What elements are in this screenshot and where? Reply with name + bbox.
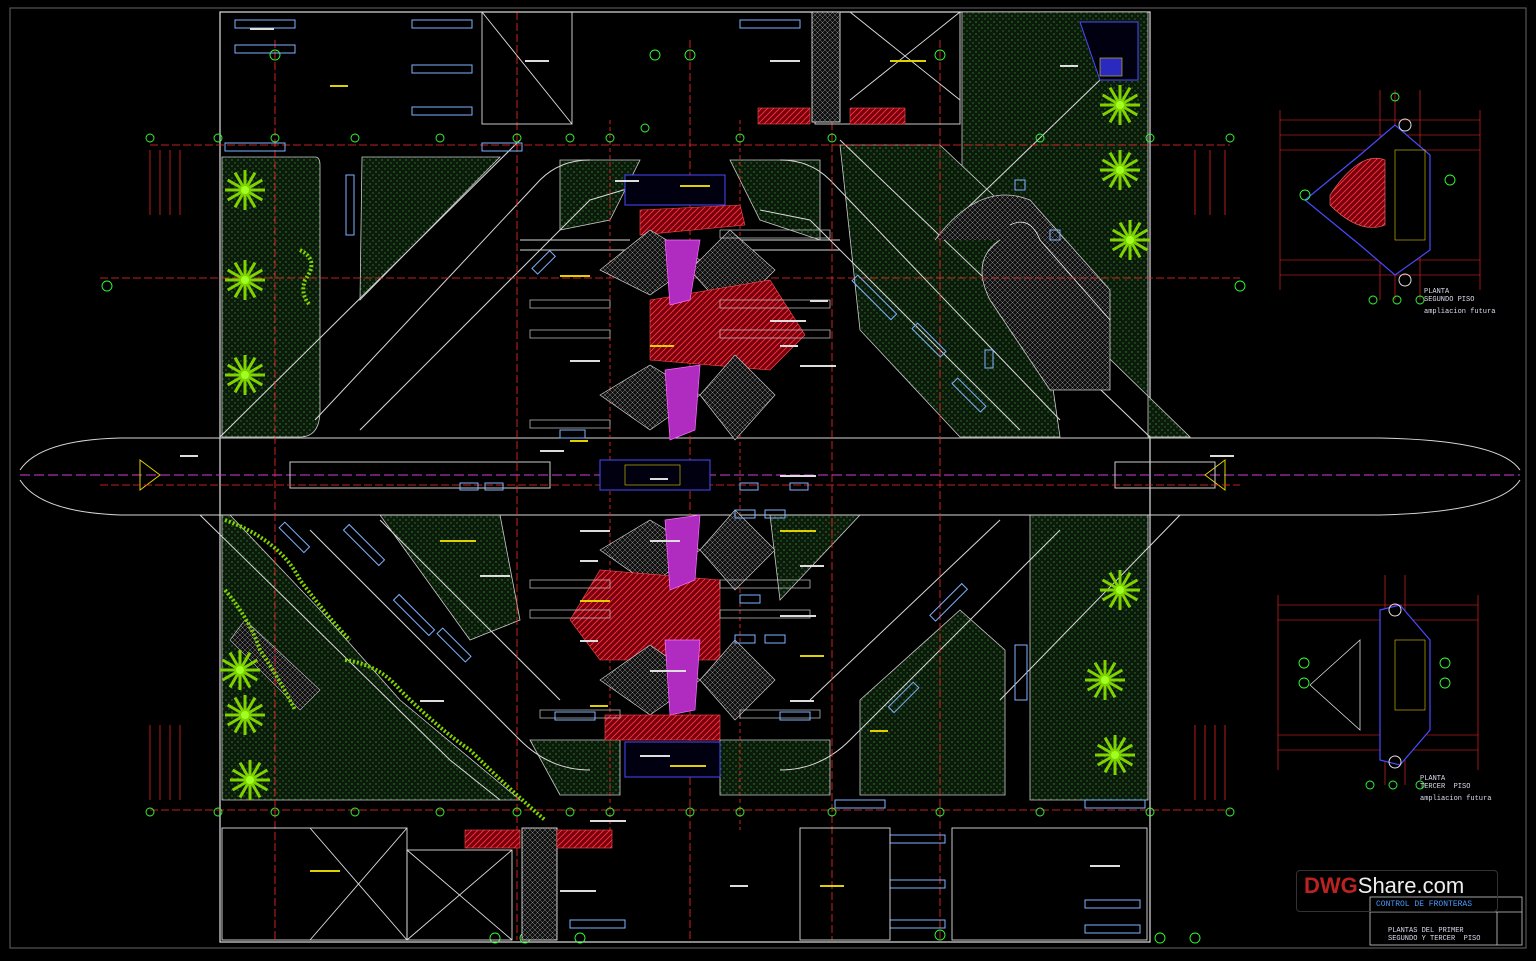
utility-blocks [464,107,906,849]
palm-tree-icon [225,355,265,395]
guard-house [1079,21,1139,81]
annotation-mark [310,870,340,872]
annotation-mark [580,530,610,532]
title-block-frame [1369,896,1523,946]
second-floor-caption-2: SEGUNDO PISO [1424,296,1475,304]
lane-islands [529,229,831,719]
annotation-mark [525,60,549,62]
hedges [223,248,547,822]
annotation-mark [330,85,348,87]
annotation-mark [590,705,608,707]
parking-ramp [229,194,1111,711]
central-canopy-south [569,509,776,778]
grid-bubbles [101,49,1246,944]
annotation-mark [780,615,816,617]
annotation-mark [1060,65,1078,67]
inset-second-floor [1279,90,1481,305]
annotation-mark [730,885,748,887]
inset-third-floor [1277,575,1479,790]
annotation-marks [180,28,1234,892]
annotation-mark [800,565,824,567]
watermark-dwg: DWG [1304,873,1358,898]
annotation-mark [770,320,806,322]
annotation-mark [790,700,814,702]
annotation-mark [680,185,710,187]
palm-tree-icon [1100,570,1140,610]
site-boundary [219,11,1151,943]
annotation-mark [810,300,828,302]
annotation-mark [650,670,686,672]
annotation-mark [180,455,198,457]
palm-tree-icon [1100,150,1140,190]
annotation-mark [890,60,926,62]
palm-tree-icon [220,650,260,690]
palm-tree-icon [225,695,265,735]
annotation-mark [540,450,564,452]
palm-tree-icon [230,760,270,800]
sheet-title-line-2: SEGUNDO Y TERCER PISO [1388,935,1481,943]
watermark-frame [1296,870,1498,912]
annotation-mark [800,655,824,657]
annotation-mark [650,540,680,542]
annotation-mark [1090,865,1120,867]
annotation-mark [570,360,600,362]
central-inspection-booth [599,459,711,491]
palm-tree-icon [1110,220,1150,260]
annotation-mark [560,890,596,892]
palm-tree-icon [1085,660,1125,700]
watermark-share: Share.com [1357,873,1465,898]
service-buildings [221,11,1148,941]
central-canopy-north [599,174,806,441]
palm-tree-icon [1095,735,1135,775]
third-floor-caption-1: PLANTA [1420,775,1446,783]
annotation-mark [800,365,836,367]
palm-tree-icon [225,170,265,210]
main-road [19,437,1521,516]
annotation-mark [1210,455,1234,457]
annotation-mark [780,530,816,532]
annotation-mark [440,540,476,542]
second-floor-caption-1: PLANTA [1424,288,1450,296]
annotation-mark [420,700,444,702]
annotation-mark [560,275,590,277]
annotation-mark [870,730,888,732]
second-floor-note: ampliacion futura [1424,308,1496,316]
annotation-mark [650,478,668,480]
watermark-logo: DWGShare.com [1304,873,1464,899]
sheet-title-line-1: PLANTAS DEL PRIMER [1388,927,1464,935]
annotation-mark [640,755,670,757]
annotation-mark [570,440,588,442]
palm-tree-icon [1100,85,1140,125]
trees [220,85,1150,800]
vehicles [224,19,1146,934]
annotation-mark [780,345,798,347]
palm-tree-icon [225,260,265,300]
annotation-mark [580,640,598,642]
annotation-mark [650,345,674,347]
annotation-mark [770,60,800,62]
annotation-mark [780,475,816,477]
annotation-mark [820,885,844,887]
third-floor-note: ampliacion futura [1420,795,1492,803]
annotation-mark [580,560,598,562]
third-floor-caption-2: TERCER PISO [1420,783,1471,791]
project-title: CONTROL DE FRONTERAS [1376,900,1473,909]
dimension-ticks [149,150,1226,800]
annotation-mark [250,28,274,30]
annotation-mark [590,820,626,822]
annotation-mark [580,600,610,602]
annotation-mark [670,765,706,767]
annotation-mark [480,575,510,577]
annotation-mark [615,180,639,182]
